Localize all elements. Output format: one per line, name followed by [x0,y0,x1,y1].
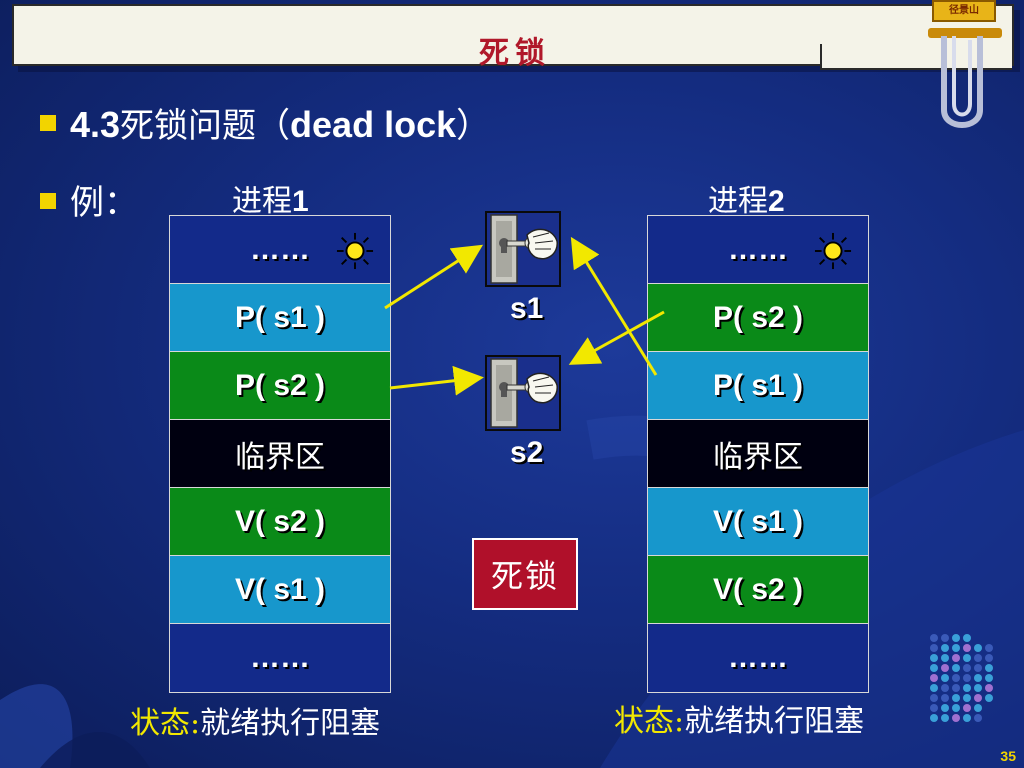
decor-dot [930,644,938,652]
process1-title: 进程1 [232,184,309,219]
decor-dot [985,664,993,672]
lock-s2-label: s2 [510,436,544,469]
process2-cell-v-s1: V( s1 ) [648,488,868,556]
lock-s1-card [485,211,561,287]
slide-title: 死锁 [479,36,551,71]
section-title-zh: 死锁问题（ [120,106,291,146]
process1-column: …… P( s1 ) P( s2 ) 临界区 V( s2 ) V( s1 ) …… [169,215,391,693]
decor-dot [963,654,971,662]
decor-dot [930,634,938,642]
decor-dot [930,654,938,662]
dot-pattern [930,634,1000,724]
arrow-p1-to-s2 [389,365,484,396]
decor-dot [974,704,982,712]
lock-s1-label: s1 [510,292,544,325]
decor-dot [974,654,982,662]
process1-cell-start: …… [170,216,390,284]
decor-dot [952,714,960,722]
decor-dot [985,644,993,652]
decor-dot [963,634,971,642]
clip-badge: 径景山 [932,0,996,22]
decor-dot [941,694,949,702]
process2-cell-end: …… [648,624,868,692]
process2-cell-p-s1: P( s1 ) [648,352,868,420]
key-hand-icon [490,214,558,284]
decor-dot [952,704,960,712]
decor-dot [952,674,960,682]
decor-dot [985,694,993,702]
process1-cell-v-s1: V( s1 ) [170,556,390,624]
example-label: 例： [70,183,138,223]
process2-cell-critical: 临界区 [648,420,868,488]
decor-dot [952,654,960,662]
decor-dot [974,714,982,722]
lock-s2-card [485,355,561,431]
process2-cell-v-s2: V( s2 ) [648,556,868,624]
decor-dot [952,634,960,642]
process1-cell-p-s2: P( s2 ) [170,352,390,420]
decor-dot [930,704,938,712]
process1-status: 状态:就绪执行阻塞 [130,706,381,741]
decor-dot [941,644,949,652]
decor-dot [963,644,971,652]
decor-dot [941,634,949,642]
decor-dot [963,664,971,672]
decor-dot [930,664,938,672]
arrow-p1-to-s1 [384,244,484,310]
decor-dot [930,694,938,702]
decor-dot [963,714,971,722]
process1-cell-critical: 临界区 [170,420,390,488]
process1-cell-end: …… [170,624,390,692]
deadlock-box: 死锁 [472,538,578,610]
process2-column: …… P( s2 ) P( s1 ) 临界区 V( s1 ) V( s2 ) …… [647,215,869,693]
decor-dot [985,674,993,682]
page-number: 35 [1000,748,1016,764]
decor-dot [941,654,949,662]
process1-cell-p-s1: P( s1 ) [170,284,390,352]
section-title-en: dead lock [290,104,457,145]
decor-dot [963,684,971,692]
key-hand-icon [490,358,558,428]
decor-dot [952,664,960,672]
sun-icon [814,232,852,270]
decor-dot [930,674,938,682]
arrow-p2-to-s1 [570,236,658,376]
decor-dot [952,684,960,692]
decor-dot [974,694,982,702]
bullet-square [40,193,56,209]
decor-dot [941,714,949,722]
process2-cell-p-s2: P( s2 ) [648,284,868,352]
process2-title: 进程2 [708,184,785,219]
section-title-close: ） [456,106,491,146]
bullet-example: 例： [40,175,138,224]
decor-dot [952,694,960,702]
sun-icon [336,232,374,270]
decor-dot [974,644,982,652]
bullet-square [40,115,56,132]
decor-dot [941,704,949,712]
decor-dot [941,674,949,682]
arrow-p2-to-s2 [568,310,665,365]
bullet-dead-lock: 4.3死锁问题（dead lock） [40,98,490,147]
decor-dot [963,704,971,712]
decor-dot [985,654,993,662]
decor-dot [941,684,949,692]
decor-dot [952,644,960,652]
decor-dot [941,664,949,672]
section-number: 4.3 [70,104,121,145]
decor-dot [930,684,938,692]
decor-dot [963,694,971,702]
process2-status: 状态:就绪执行阻塞 [614,704,865,739]
decor-dot [974,674,982,682]
decor-dot [930,714,938,722]
clip-bar [928,28,1002,38]
process2-cell-start: …… [648,216,868,284]
process1-cell-v-s2: V( s2 ) [170,488,390,556]
decor-dot [974,664,982,672]
decor-dot [974,684,982,692]
decor-dot [985,684,993,692]
decor-dot [963,674,971,682]
